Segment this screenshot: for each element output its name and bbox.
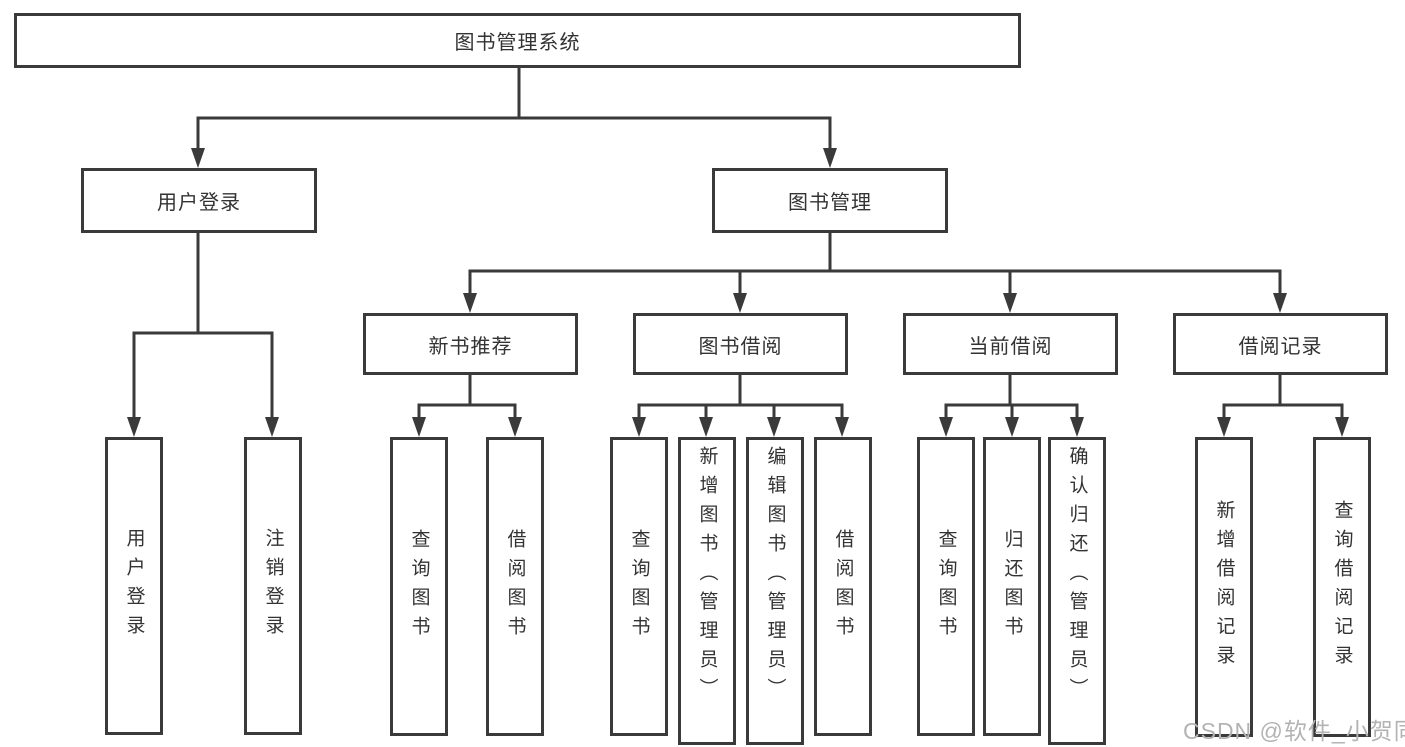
leaf-query-book-rec: 查询图书	[390, 437, 448, 736]
leaf-user-login-label: 用户登录	[123, 528, 145, 644]
leaf-logout: 注销登录	[244, 437, 302, 735]
leaf-edit-book-admin-label: 编辑图书（管理员）	[764, 446, 786, 707]
leaf-add-borrow-record: 新增借阅记录	[1195, 437, 1253, 737]
leaf-add-book-admin: 新增图书（管理员）	[678, 437, 736, 745]
leaf-user-login: 用户登录	[105, 437, 163, 735]
node-user-login-module: 用户登录	[81, 168, 317, 233]
node-user-login-module-label: 用户登录	[157, 192, 241, 214]
leaf-add-borrow-record-label: 新增借阅记录	[1213, 500, 1235, 674]
leaf-borrow-book-rec-label: 借阅图书	[504, 528, 526, 645]
leaf-query-borrow-record-label: 查询借阅记录	[1331, 500, 1353, 674]
leaf-borrow-book-borrow: 借阅图书	[814, 437, 872, 736]
leaf-query-book-rec-label: 查询图书	[408, 528, 430, 645]
leaf-query-book-current-label: 查询图书	[935, 528, 957, 645]
leaf-logout-label: 注销登录	[262, 528, 284, 644]
node-book-mgmt-module: 图书管理	[712, 168, 948, 233]
watermark: CSDN @软件_小贺同学	[1183, 718, 1405, 744]
leaf-edit-book-admin: 编辑图书（管理员）	[746, 437, 804, 745]
leaf-add-book-admin-label: 新增图书（管理员）	[696, 446, 718, 707]
node-book-mgmt-module-label: 图书管理	[788, 192, 872, 214]
arrowheads	[127, 148, 1349, 437]
node-borrow-records: 借阅记录	[1173, 313, 1388, 375]
node-book-borrow-label: 图书借阅	[698, 335, 783, 358]
node-current-borrow: 当前借阅	[903, 313, 1118, 375]
leaf-borrow-book-rec: 借阅图书	[486, 437, 544, 736]
leaf-return-book: 归还图书	[983, 437, 1041, 736]
leaf-confirm-return-admin-label: 确认归还（管理员）	[1066, 446, 1088, 707]
node-borrow-records-label: 借阅记录	[1238, 335, 1323, 358]
node-new-book-rec: 新书推荐	[363, 313, 578, 375]
node-root: 图书管理系统	[14, 13, 1021, 68]
leaf-query-book-current: 查询图书	[917, 437, 975, 736]
node-current-borrow-label: 当前借阅	[968, 335, 1053, 358]
node-book-borrow: 图书借阅	[633, 313, 848, 375]
leaf-query-book-borrow-label: 查询图书	[628, 528, 650, 645]
leaf-query-book-borrow: 查询图书	[610, 437, 668, 736]
node-root-label: 图书管理系统	[454, 32, 581, 54]
leaf-confirm-return-admin: 确认归还（管理员）	[1048, 437, 1106, 745]
leaf-borrow-book-borrow-label: 借阅图书	[832, 528, 854, 645]
node-new-book-rec-label: 新书推荐	[428, 335, 513, 358]
leaf-return-book-label: 归还图书	[1001, 528, 1023, 645]
leaf-query-borrow-record: 查询借阅记录	[1313, 437, 1371, 737]
